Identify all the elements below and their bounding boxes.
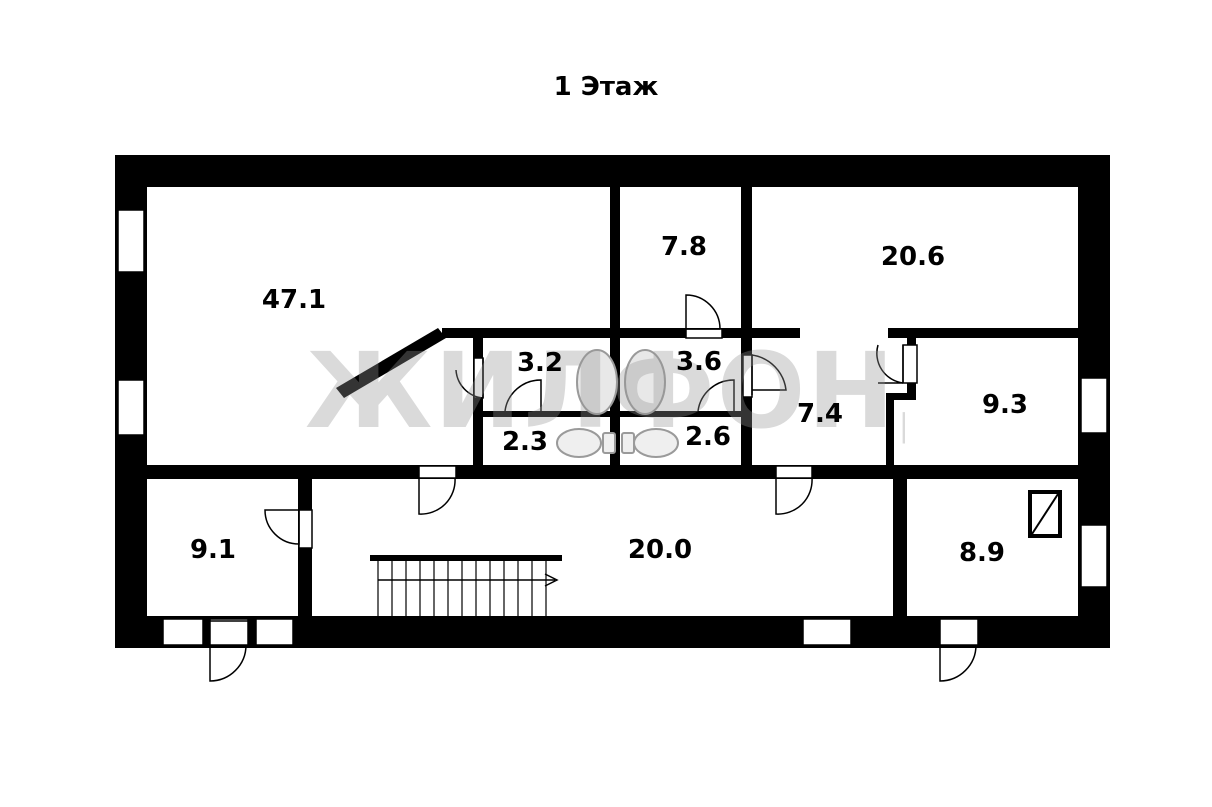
room-area-47-1: 47.1 [261, 285, 327, 315]
room-area-3-2: 3.2 [516, 348, 564, 378]
interior-walls [145, 185, 1080, 618]
toilet-icon [556, 428, 679, 458]
room-area-7-8: 7.8 [660, 232, 708, 262]
room-area-9-1: 9.1 [189, 535, 237, 565]
room-area-20-0: 20.0 [627, 535, 693, 565]
door-swing-icon [209, 294, 977, 682]
watermark: ЖИЛФОНД [305, 330, 905, 450]
room-area-3-6: 3.6 [675, 347, 723, 377]
floor-title: 1 Этаж [553, 72, 659, 102]
room-area-9-3: 9.3 [981, 390, 1029, 420]
room-area-2-6: 2.6 [684, 422, 732, 452]
door-openings [209, 328, 918, 646]
room-area-2-3: 2.3 [501, 427, 549, 457]
bathtub-icon [576, 349, 666, 415]
chimney-icon [1028, 490, 1062, 538]
room-area-20-6: 20.6 [880, 242, 946, 272]
room-area-7-4: 7.4 [796, 399, 844, 429]
room-area-8-9: 8.9 [958, 538, 1006, 568]
stairs-icon [370, 555, 562, 616]
